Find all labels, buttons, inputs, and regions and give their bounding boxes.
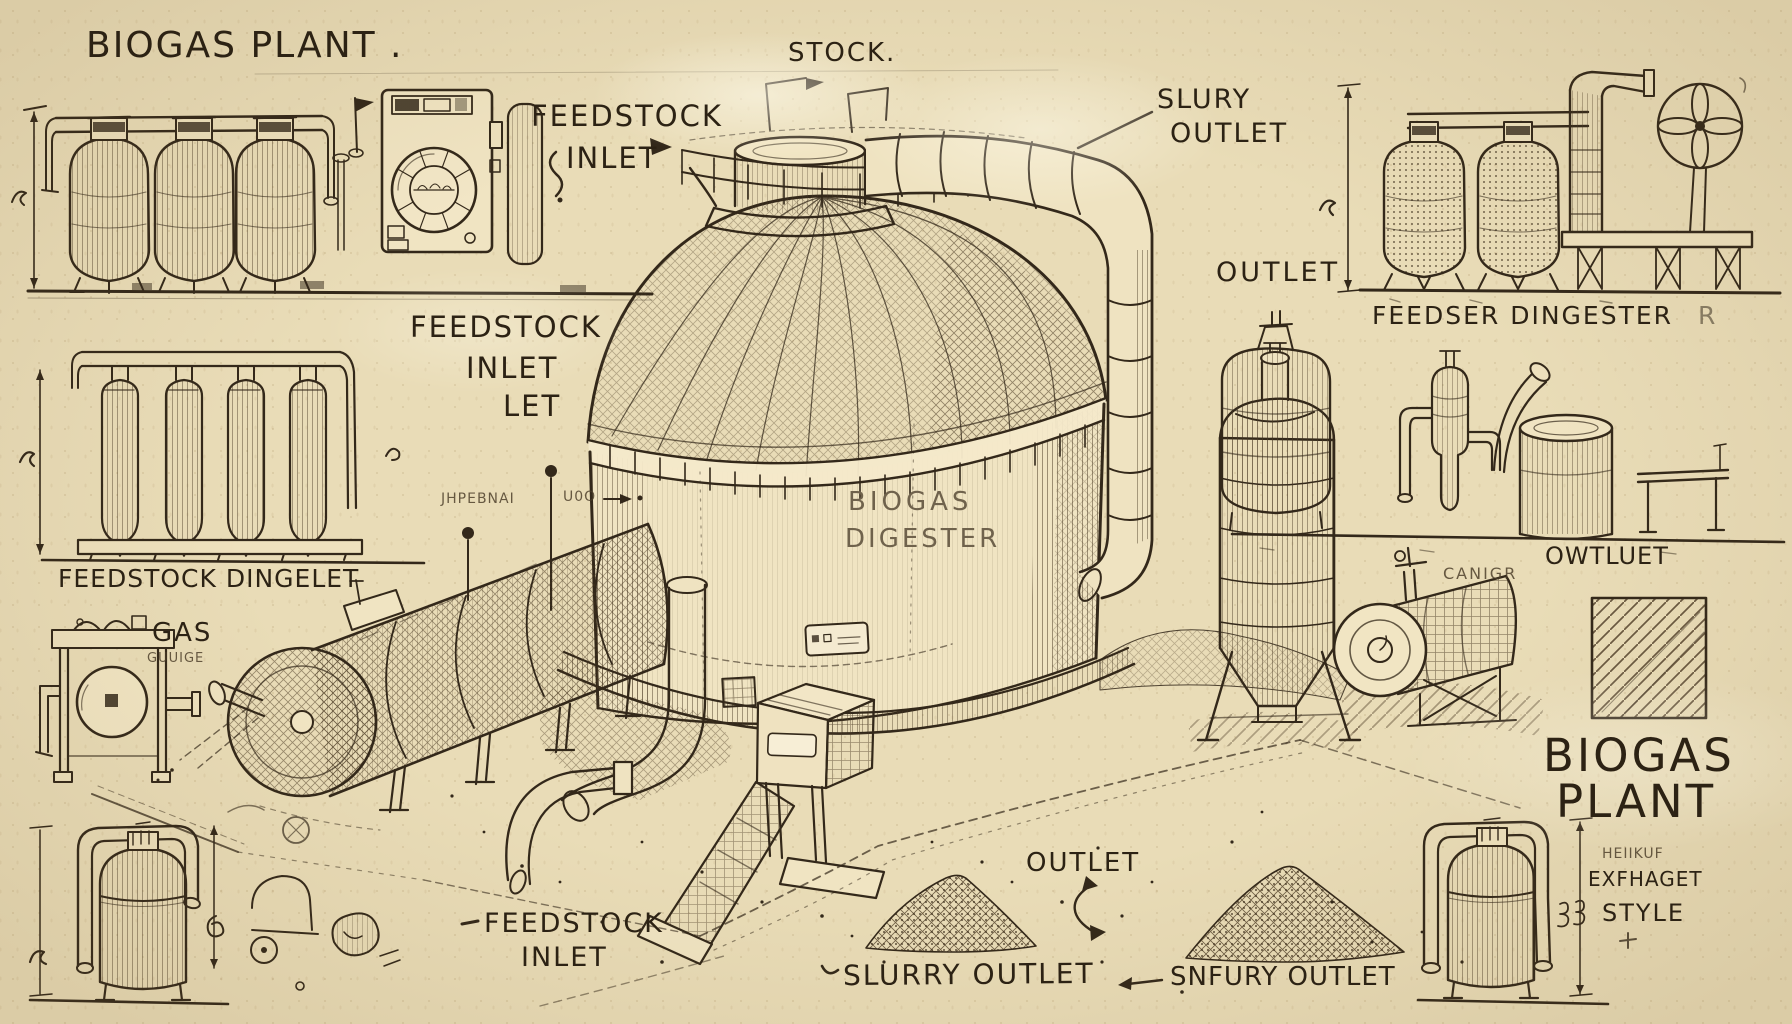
control-console — [755, 682, 886, 900]
label-feedstock-dingelet: FEEDSTOCK DINGELET — [58, 564, 360, 593]
title-underline — [254, 69, 1059, 75]
annotation-small-right: U0O — [563, 489, 597, 505]
label-stock: STOCK. — [788, 38, 897, 68]
label-feedstock-inlet-bottom-1: FEEDSTOCK — [484, 908, 664, 939]
label-style: STYLE — [1602, 899, 1686, 927]
digester-wall-text-2: DIGESTER — [845, 524, 1001, 554]
feed-tank-horizontal — [156, 522, 669, 814]
label-owtluet: OWTLUET — [1545, 542, 1669, 570]
label-heiikuf: HEIIKUF — [1602, 846, 1664, 862]
title-bottom-right-2: PLANT — [1556, 775, 1717, 828]
label-snfury-outlet-bottom: SNFURY OUTLET — [1170, 962, 1396, 992]
bottom-left-tank-diagram — [28, 821, 230, 1006]
rotary-drum-machine — [1332, 546, 1545, 736]
label-feedstock-left-2: INLET — [466, 351, 559, 385]
label-feedstock-left-1: FEEDSTOCK — [410, 310, 602, 344]
label-slurry-outlet-bottom: SLURRY OUTLET — [842, 956, 1095, 993]
top-right-diagram — [1318, 69, 1782, 304]
misc-sketches-bottom-left — [227, 804, 401, 991]
fan-blades — [1657, 83, 1743, 169]
tube-bank-diagram — [18, 350, 426, 565]
mid-right-diagram — [1220, 310, 1786, 555]
label-canigr: CANIGR — [1443, 564, 1518, 583]
leader-arrows — [460, 110, 1637, 990]
label-feedstock-left-3: LET — [503, 389, 562, 423]
label-outlet-bottom: OUTLET — [1026, 848, 1141, 878]
label-slury-1: SLURY — [1157, 84, 1252, 115]
title-bottom-right-1: BIOGAS — [1543, 729, 1735, 782]
main-digester — [462, 77, 1139, 735]
gauge-panel — [380, 88, 503, 254]
label-feedstock-inlet-top-1: FEEDSTOCK — [531, 99, 723, 133]
label-feedstock-inlet-bottom-2: INLET — [521, 942, 608, 973]
band-slats — [609, 424, 1086, 501]
tank-ribs — [385, 543, 613, 759]
label-feedstock-inlet-top-2: INLET — [566, 141, 659, 175]
label-slury-2: OUTLET — [1170, 118, 1289, 149]
label-exfhaget: EXFHAGET — [1588, 867, 1703, 891]
title-top-left: BIOGAS PLANT . — [86, 25, 404, 66]
slurry-pipe — [864, 131, 1154, 602]
ground-speckles — [450, 794, 1464, 994]
slurry-piles — [450, 794, 1464, 994]
label-gas-subtitle: GUUIGE — [147, 651, 205, 666]
label-outlet-upper-right: OUTLET — [1216, 257, 1341, 288]
gas-gauge-machine — [35, 615, 201, 783]
label-feedser-suffix: R — [1698, 301, 1718, 330]
bottom-right-tank-diagram — [1416, 817, 1610, 1006]
annotation-small-left: JHPEBNAI — [441, 491, 515, 507]
label-gas: GAS — [152, 618, 213, 648]
top-left-diagram — [11, 88, 654, 301]
wall-plaque — [804, 621, 870, 657]
hatch-swatch — [1590, 596, 1708, 720]
ground-apron — [91, 739, 1521, 1007]
label-feedser-dingester: FEEDSER DINGESTER — [1372, 301, 1674, 330]
pipe-ribs — [895, 131, 1153, 521]
digester-wall-text-1: BIOGAS — [848, 487, 973, 517]
inlet-pipe-underground — [505, 576, 796, 966]
